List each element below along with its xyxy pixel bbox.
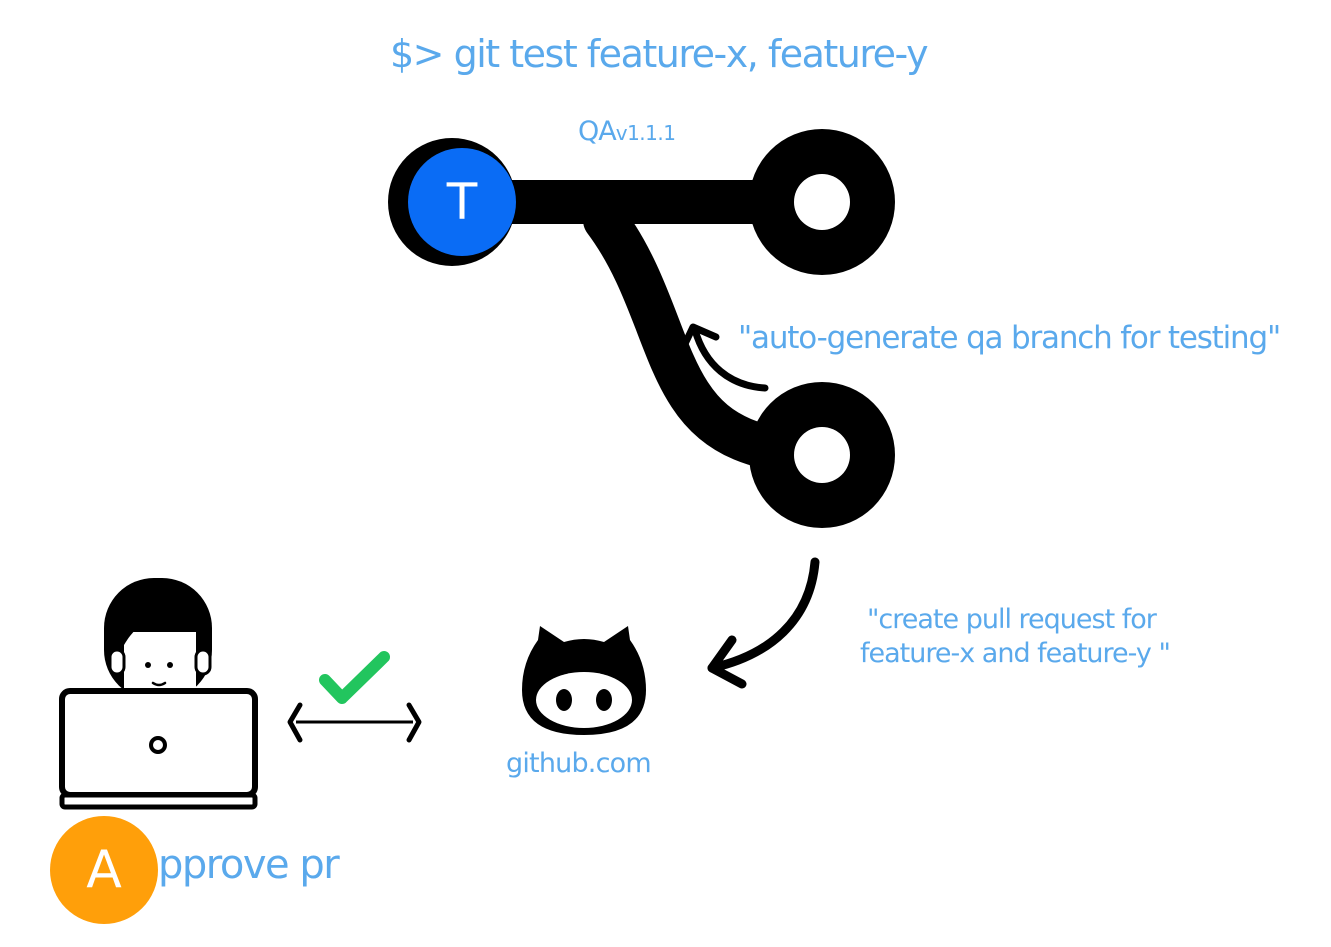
test-badge: T <box>408 148 516 256</box>
auto-generate-label: "auto-generate qa branch for testing" <box>738 320 1281 356</box>
laptop-base <box>59 792 258 810</box>
auto-generate-arrow <box>679 323 769 392</box>
pull-request-arrow <box>707 557 820 689</box>
qa-prefix: QA <box>578 116 617 147</box>
branch-node-bottom-right-hole <box>794 427 850 483</box>
create-pr-label-line2: feature-x and feature-y " <box>860 638 1171 669</box>
laptop-logo <box>149 736 167 754</box>
create-pr-label-line1: "create pull request for <box>867 604 1157 635</box>
github-octocat-icon <box>522 626 646 735</box>
developer-illustration <box>59 578 258 810</box>
branch-node-top-right-hole <box>794 174 850 230</box>
github-label: github.com <box>506 748 652 779</box>
approve-label: pprove pr <box>158 842 340 888</box>
double-arrow-icon <box>287 702 422 743</box>
approve-badge: A <box>50 816 158 924</box>
check-icon <box>319 651 390 704</box>
command-text: $> git test feature-x, feature-y <box>390 32 929 76</box>
qa-version: v1.1.1 <box>615 121 676 145</box>
qa-branch-label: QAv1.1.1 <box>578 116 676 147</box>
